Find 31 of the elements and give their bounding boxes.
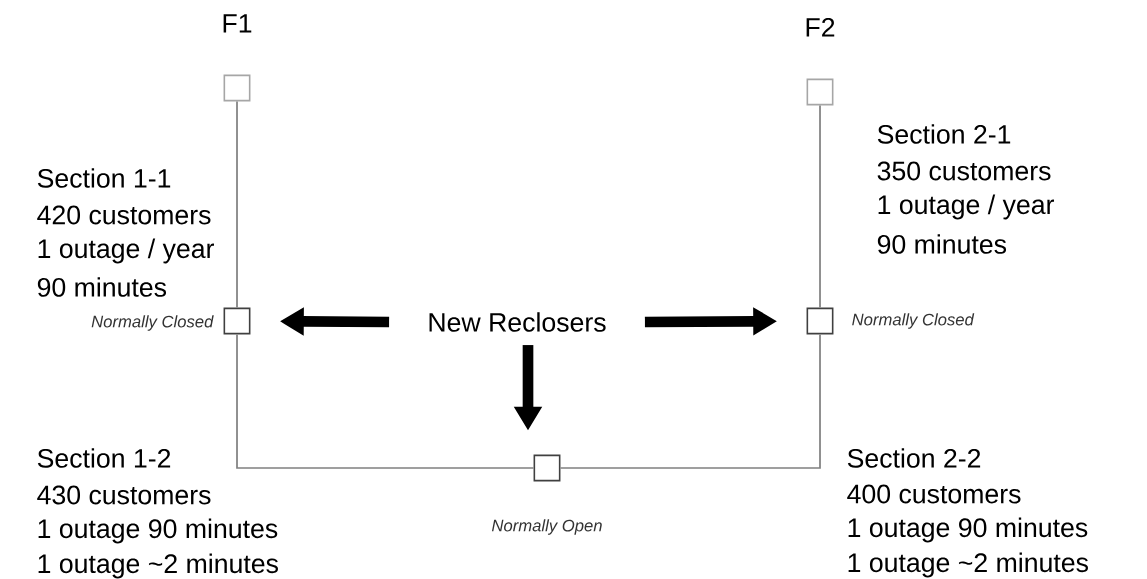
feeder-line: [236, 100, 238, 309]
node-label: F2: [806, 17, 835, 37]
section-text: 1 outage ~2 minutes: [38, 553, 278, 579]
feeder-line: [236, 333, 535, 469]
state-label: Normally Closed: [91, 315, 214, 331]
section-text: Section 1-2: [37, 448, 171, 468]
section-text: 420 customers: [37, 205, 211, 225]
feeder-line: [819, 104, 821, 309]
breaker-box: F1: [223, 14, 252, 102]
node-label: F1: [223, 14, 252, 33]
recloser-box: [806, 307, 834, 335]
recloser-box: [533, 454, 561, 482]
section-text: 1 outage 90 minutes: [38, 518, 278, 544]
section-text: 400 customers: [847, 484, 1021, 504]
breaker-box: F2: [806, 17, 835, 106]
section-text: 90 minutes: [877, 234, 1007, 254]
section-text: 1 outage ~2 minutes: [848, 552, 1088, 578]
section-text: 1 outage / year: [38, 238, 214, 264]
section-text: Section 1-1: [37, 168, 171, 188]
section-text: 1 outage / year: [878, 194, 1054, 220]
section-text: 350 customers: [877, 161, 1051, 181]
section-text: Section 2-1: [877, 124, 1011, 144]
section-text: 90 minutes: [37, 277, 167, 297]
state-label: Normally Open: [491, 519, 602, 535]
section-text: Section 2-2: [847, 448, 981, 468]
label-text: New Reclosers: [424, 309, 610, 335]
feeder-line: [559, 333, 821, 469]
section-text: 430 customers: [37, 485, 211, 505]
recloser-box: [223, 307, 251, 335]
state-label: Normally Closed: [852, 313, 975, 329]
section-text: 1 outage 90 minutes: [848, 517, 1088, 543]
